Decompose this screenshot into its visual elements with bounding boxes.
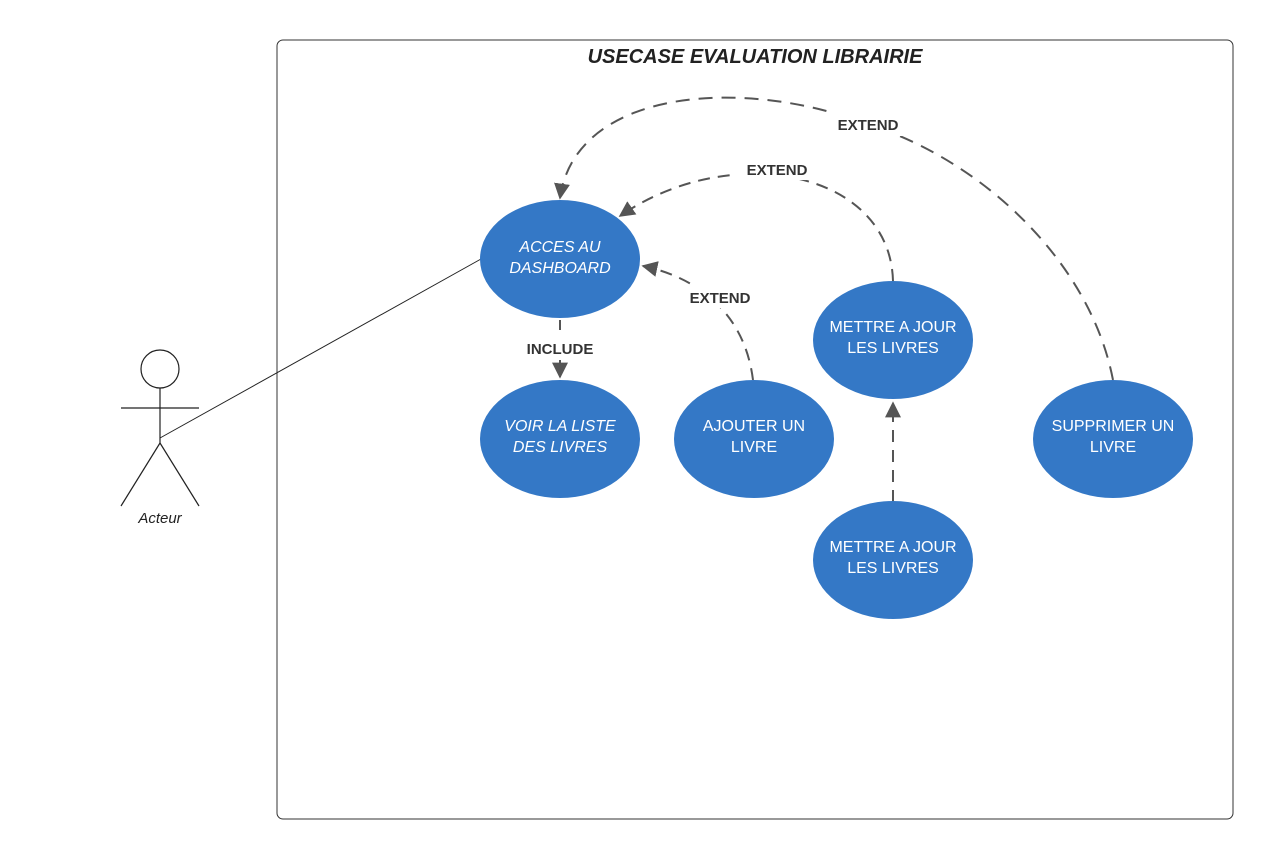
use-case-label-line1: METTRE A JOUR <box>829 319 956 336</box>
extend-label-mettre-a-jour: EXTEND <box>747 162 808 179</box>
use-case-acces-dashboard[interactable]: ACCES AU DASHBOARD <box>480 200 640 318</box>
use-case-ellipse <box>480 200 640 318</box>
actor-figure[interactable] <box>120 349 200 507</box>
extend-label-ajouter: EXTEND <box>690 290 751 307</box>
use-case-label-line1: METTRE A JOUR <box>829 539 956 556</box>
use-case-ellipse <box>674 380 834 498</box>
use-case-ellipse <box>1033 380 1193 498</box>
include-label-bg <box>514 336 606 360</box>
extend-label-supprimer: EXTEND <box>838 117 899 134</box>
use-case-ellipse <box>813 281 973 399</box>
extend-label-mettre-a-jour-bg <box>737 158 817 180</box>
use-case-ajouter-livre[interactable]: AJOUTER UN LIVRE <box>674 380 834 498</box>
use-case-label-line2: LES LIVRES <box>847 340 939 357</box>
use-case-supprimer-livre[interactable]: SUPPRIMER UN LIVRE <box>1033 380 1193 498</box>
system-title: USECASE EVALUATION LIBRAIRIE <box>588 46 923 68</box>
use-case-ellipse <box>813 501 973 619</box>
use-case-label-line2: LIVRE <box>731 439 777 456</box>
use-case-label-line1: SUPPRIMER UN <box>1052 418 1175 435</box>
actor-left-leg <box>120 442 161 507</box>
use-case-ellipse <box>480 380 640 498</box>
use-case-label-line2: DASHBOARD <box>509 260 611 277</box>
actor-label: Acteur <box>137 510 182 527</box>
extend-label-ajouter-bg <box>681 286 759 308</box>
extend-arrow-mettre-a-jour <box>618 172 894 282</box>
use-case-label-line2: DES LIVRES <box>513 439 608 456</box>
use-case-voir-liste[interactable]: VOIR LA LISTE DES LIVRES <box>480 380 640 498</box>
use-case-mettre-a-jour-2[interactable]: METTRE A JOUR LES LIVRES <box>813 501 973 619</box>
actor-head <box>140 349 180 389</box>
include-label: INCLUDE <box>527 341 594 358</box>
association-actor-dashboard <box>159 258 482 439</box>
extend-label-supprimer-bg <box>828 112 908 136</box>
use-case-label-line1: ACCES AU <box>518 239 601 256</box>
use-case-label-line2: LIVRE <box>1090 439 1136 456</box>
use-case-label-line1: AJOUTER UN <box>703 418 805 435</box>
use-case-mettre-a-jour-1[interactable]: METTRE A JOUR LES LIVRES <box>813 281 973 399</box>
use-case-label-line2: LES LIVRES <box>847 560 939 577</box>
actor-right-leg <box>159 442 200 507</box>
use-case-label-line1: VOIR LA LISTE <box>504 418 616 435</box>
